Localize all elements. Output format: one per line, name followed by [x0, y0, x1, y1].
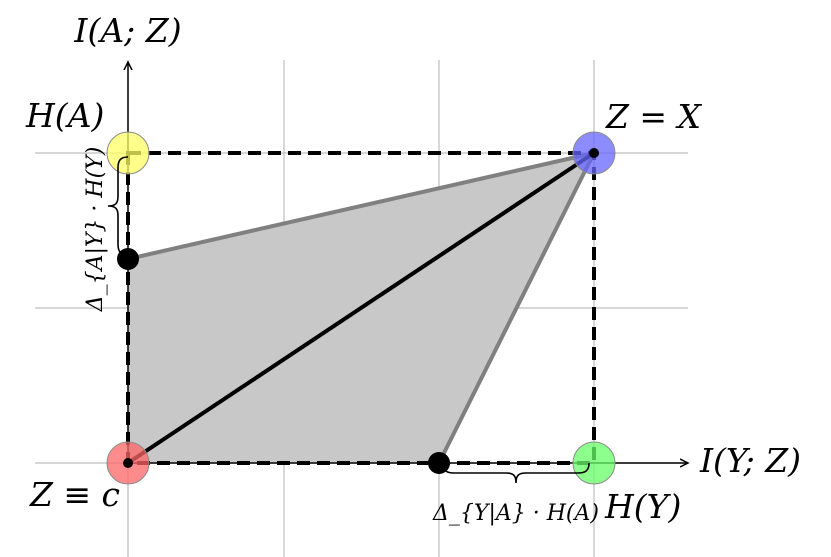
- corner-bottom-right-circle: [572, 441, 616, 485]
- label-top-right: Z = X: [605, 97, 703, 136]
- label-bottom-left: Z ≡ c: [29, 475, 120, 514]
- region-upper-edge: [127, 151, 595, 261]
- vertex-dot-top-right: [589, 148, 599, 158]
- horizontal-brace: [442, 462, 590, 484]
- label-top-left: H(A): [25, 96, 104, 135]
- horizontal-gap-label: Δ_{Y|A} · H(A): [432, 501, 599, 526]
- vertical-brace: [107, 156, 129, 256]
- bounding-rectangle: [126, 151, 596, 465]
- diagonal-line: [126, 151, 596, 465]
- y-axis-label: I(A; Z): [73, 11, 181, 50]
- vertical-gap-label: Δ_{A|Y} · H(Y): [83, 147, 108, 313]
- label-bottom-right: H(Y): [604, 487, 681, 526]
- region-lower-edge: [437, 152, 596, 464]
- x-axis-label: I(Y; Z): [699, 441, 801, 480]
- corner-top-left-circle: [106, 131, 150, 175]
- vertex-dot-bottom-left: [123, 458, 133, 468]
